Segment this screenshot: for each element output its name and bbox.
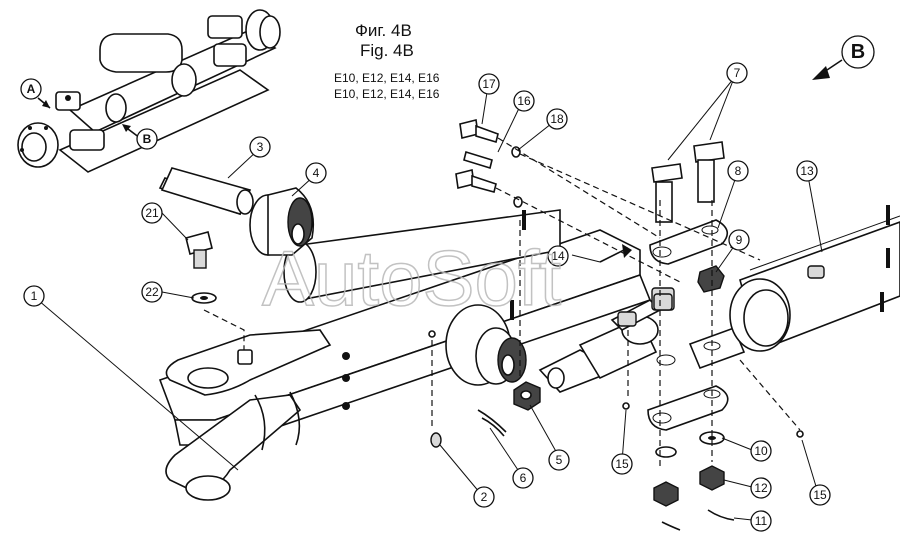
- svg-text:21: 21: [145, 206, 159, 220]
- callout-22: 22: [141, 281, 163, 303]
- svg-text:B: B: [143, 132, 152, 146]
- split-pin-11: [707, 509, 735, 521]
- svg-text:7: 7: [734, 66, 741, 80]
- callout-2: 2: [473, 486, 495, 508]
- bolt-17: [459, 119, 499, 144]
- figure-title-en: Fig. 4B: [360, 41, 414, 60]
- svg-text:18: 18: [550, 112, 564, 126]
- grease-nipple-2: [428, 330, 436, 338]
- steering-arm-upper: [649, 219, 729, 265]
- callout-15-right: 15: [809, 484, 831, 506]
- callout-12: 12: [750, 477, 772, 499]
- svg-text:16: 16: [517, 94, 531, 108]
- svg-text:22: 22: [145, 285, 159, 299]
- svg-text:5: 5: [556, 453, 563, 467]
- svg-text:11: 11: [755, 514, 768, 528]
- view-label-b-small: B: [136, 128, 158, 150]
- svg-text:15: 15: [813, 488, 827, 502]
- callout-15-left: 15: [611, 453, 633, 475]
- callout-18: 18: [546, 108, 568, 130]
- svg-text:8: 8: [735, 164, 742, 178]
- inset-axle-overview: [17, 9, 281, 173]
- leader-lines: [37, 77, 823, 521]
- callout-17: 17: [478, 73, 500, 95]
- bushing-upper: [249, 187, 315, 256]
- castle-nut: [513, 381, 541, 411]
- svg-text:A: A: [27, 82, 36, 96]
- connecting-plate: [688, 326, 746, 370]
- callout-3: 3: [249, 136, 271, 158]
- svg-text:12: 12: [754, 481, 768, 495]
- svg-text:13: 13: [800, 164, 814, 178]
- callout-5: 5: [548, 449, 570, 471]
- callout-11: 11: [750, 510, 772, 532]
- svg-text:2: 2: [481, 490, 488, 504]
- view-label-b-large: B: [841, 35, 875, 69]
- pin-16: [463, 150, 493, 170]
- callout-7: 7: [726, 62, 748, 84]
- callout-1: 1: [23, 285, 45, 307]
- bushing-lower: [445, 304, 527, 386]
- figure-title-ru: Фиг. 4B: [355, 21, 412, 40]
- nut-12: [699, 465, 725, 491]
- nut-9: [697, 265, 725, 293]
- models-line-1: E10, E12, E14, E16: [334, 71, 440, 85]
- svg-text:9: 9: [736, 233, 743, 247]
- svg-text:4: 4: [313, 166, 320, 180]
- split-pin-6: [477, 409, 507, 433]
- callout-13: 13: [796, 160, 818, 182]
- split-pin-lower-left: [661, 521, 681, 531]
- callout-10: 10: [750, 440, 772, 462]
- svg-text:14: 14: [551, 249, 565, 263]
- callout-16: 16: [513, 90, 535, 112]
- callout-6: 6: [512, 467, 534, 489]
- svg-text:3: 3: [257, 140, 264, 154]
- bolt-7-right: [693, 141, 725, 203]
- models-line-2: E10, E12, E14, E16: [334, 87, 440, 101]
- steering-arm-lower: [647, 385, 729, 431]
- bolt-7-left: [651, 163, 683, 223]
- callout-9: 9: [728, 229, 750, 251]
- svg-text:B: B: [851, 41, 865, 63]
- svg-text:15: 15: [615, 457, 629, 471]
- grease-fitting: [185, 231, 253, 365]
- pivot-pin: [158, 167, 254, 216]
- view-label-a: A: [20, 78, 42, 100]
- tie-rod-tube: [729, 215, 900, 352]
- view-b-arrow-icon: [812, 66, 830, 80]
- nut-lower-left: [653, 481, 679, 507]
- callout-4: 4: [305, 162, 327, 184]
- bolt-lower: [455, 169, 497, 193]
- axle-beam: [158, 209, 652, 501]
- callout-21: 21: [141, 202, 163, 224]
- svg-text:1: 1: [31, 289, 38, 303]
- svg-text:17: 17: [482, 77, 496, 91]
- svg-text:10: 10: [754, 444, 768, 458]
- callout-8: 8: [727, 160, 749, 182]
- callout-14: 14: [547, 245, 569, 267]
- watermark-text: AutoSoft: [262, 234, 562, 322]
- svg-text:6: 6: [520, 471, 527, 485]
